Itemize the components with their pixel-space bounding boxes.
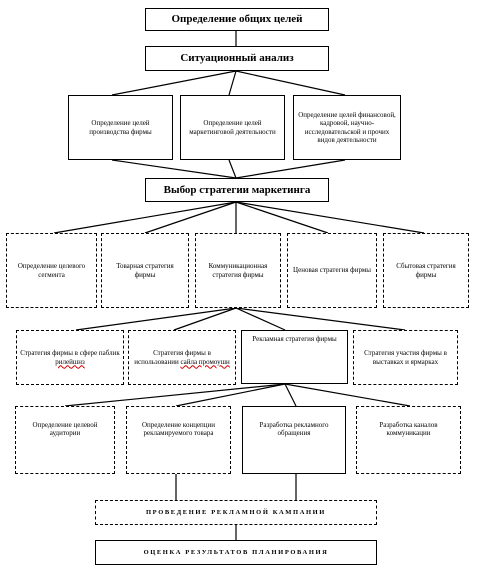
goals-box: Определение общих целей [145, 8, 329, 31]
ad-message-label: Разработка рекламного обращения [259, 421, 329, 438]
situational-analysis-box: Ситуационный анализ [145, 46, 329, 71]
evaluation-box: ОЦЕНКА РЕЗУЛЬТАТОВ ПЛАНИРОВАНИЯ [95, 540, 377, 565]
media-strategy-label: Стратегия фирмы в использовании [134, 349, 211, 366]
communication-strategy-label: Коммуникационная стратегия фирмы [208, 262, 268, 279]
target-segment-label: Определение целевого сегмента [17, 262, 86, 279]
ad-campaign-box: ПРОВЕДЕНИЕ РЕКЛАМНОЙ КАМПАНИИ [95, 500, 377, 525]
sales-strategy-label: Сбытовая стратегия фирмы [396, 262, 456, 279]
goals-label: Определение общих целей [171, 13, 303, 26]
production-goals-label: Определение целей производства фирмы [89, 119, 152, 136]
pr-strategy-term: рилейшнз [55, 357, 85, 366]
price-strategy-box: Ценовая стратегия фирмы [287, 233, 377, 308]
ads-strategy-box: Рекламная стратегия фирмы [241, 330, 348, 384]
ad-campaign-label: ПРОВЕДЕНИЕ РЕКЛАМНОЙ КАМПАНИИ [146, 508, 326, 516]
production-goals-box: Определение целей производства фирмы [68, 95, 173, 160]
marketing-goals-box: Определение целей маркетинговой деятельн… [180, 95, 285, 160]
channels-label: Разработка каналов коммуникации [379, 421, 438, 438]
product-concept-box: Определение концепции рекламируемого тов… [126, 406, 231, 474]
pr-strategy-box: Стратегия фирмы в сфере паблик рилейшнз [16, 330, 124, 385]
expo-strategy-label: Стратегия участия фирмы в выставках и яр… [364, 349, 447, 366]
situational-analysis-label: Ситуационный анализ [180, 52, 294, 65]
other-goals-box: Определение целей финансовой, кадровой, … [293, 95, 401, 160]
media-strategy-box: Стратегия фирмы в использовании сайла пр… [128, 330, 236, 385]
expo-strategy-box: Стратегия участия фирмы в выставках и яр… [353, 330, 458, 385]
media-strategy-term: сайла промоушн [180, 357, 230, 366]
channels-box: Разработка каналов коммуникации [356, 406, 461, 474]
other-goals-label: Определение целей финансовой, кадровой, … [298, 111, 396, 144]
pr-strategy-label: Стратегия фирмы в сфере паблик [20, 349, 120, 358]
marketing-goals-label: Определение целей маркетинговой деятельн… [189, 119, 276, 136]
target-audience-box: Определение целевой аудитории [15, 406, 115, 474]
product-strategy-box: Товарная стратегия фирмы [101, 233, 189, 308]
strategy-selection-box: Выбор стратегии маркетинга [145, 178, 329, 202]
product-concept-label: Определение концепции рекламируемого тов… [141, 421, 216, 438]
ads-strategy-label: Рекламная стратегия фирмы [252, 335, 337, 343]
target-audience-label: Определение целевой аудитории [32, 421, 98, 438]
sales-strategy-box: Сбытовая стратегия фирмы [383, 233, 469, 308]
communication-strategy-box: Коммуникационная стратегия фирмы [195, 233, 281, 308]
target-segment-box: Определение целевого сегмента [6, 233, 97, 308]
product-strategy-label: Товарная стратегия фирмы [116, 262, 174, 279]
evaluation-label: ОЦЕНКА РЕЗУЛЬТАТОВ ПЛАНИРОВАНИЯ [143, 548, 329, 556]
price-strategy-label: Ценовая стратегия фирмы [293, 266, 371, 275]
strategy-selection-label: Выбор стратегии маркетинга [163, 183, 311, 196]
ad-message-box: Разработка рекламного обращения [242, 406, 346, 474]
